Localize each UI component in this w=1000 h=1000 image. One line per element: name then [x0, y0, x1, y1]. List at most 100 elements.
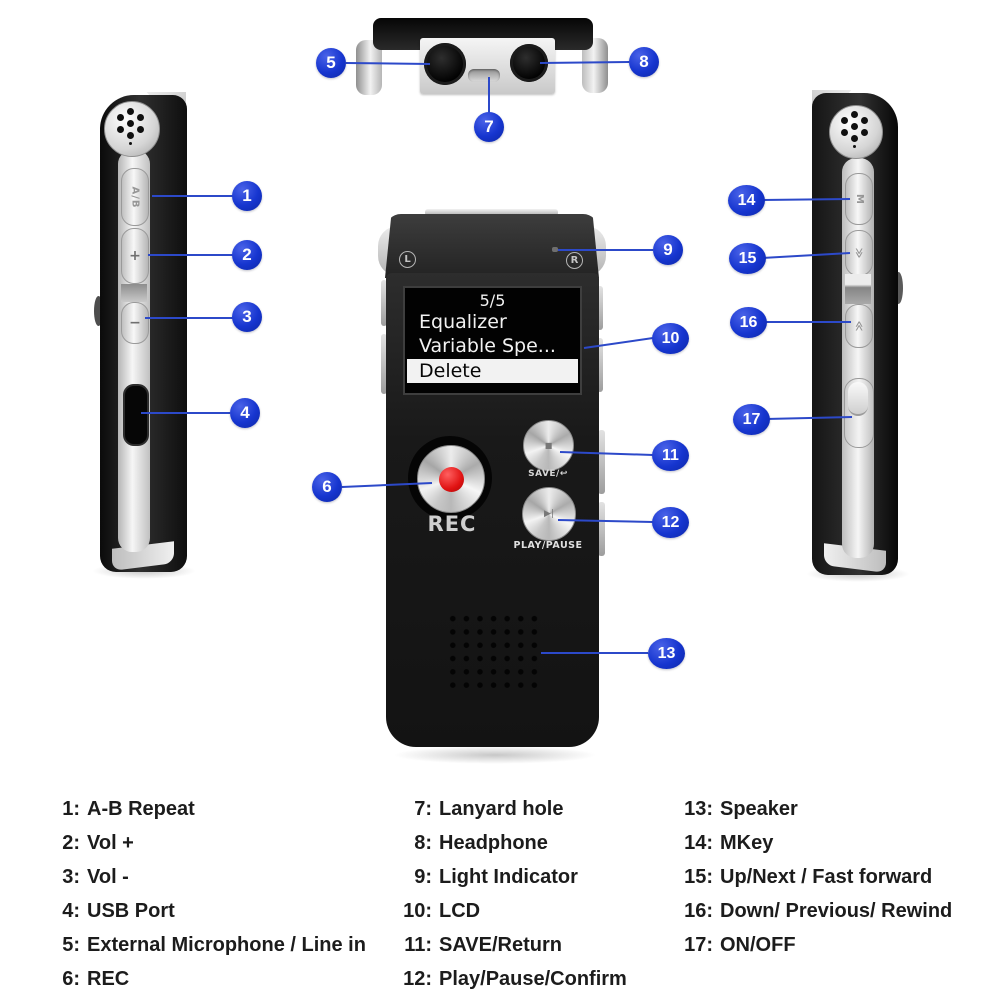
built-in-microphone-right — [829, 105, 883, 159]
next-icon: ≫ — [853, 247, 865, 259]
vol-down-label: − — [129, 315, 141, 331]
legend-item-10: 10:LCD — [403, 899, 481, 922]
screen-menu-item-1: Equalizer — [419, 311, 507, 333]
right-edge-button-sliver-1 — [597, 286, 603, 330]
headphone-jack — [510, 44, 548, 82]
legend-item-8: 8:Headphone — [414, 831, 548, 854]
legend-item-12: 12:Play/Pause/Confirm — [403, 967, 627, 990]
l-mark-icon: L — [399, 251, 416, 268]
legend-item-14: 14:MKey — [684, 831, 774, 854]
legend-item-5: 5:External Microphone / Line in — [62, 933, 366, 956]
legend-label: A-B Repeat — [87, 797, 195, 820]
legend-item-16: 16:Down/ Previous/ Rewind — [684, 899, 953, 922]
right-edge-button-sliver-2 — [597, 338, 603, 392]
left-side-bump — [94, 296, 103, 326]
ab-repeat-button: A/B — [121, 168, 149, 226]
front-device-shadow — [393, 746, 597, 764]
legend-label: Vol - — [87, 865, 129, 888]
legend-item-17: 17:ON/OFF — [684, 933, 796, 956]
on-off-switch-knob — [848, 382, 868, 416]
callout-10-lcd: 10 — [652, 323, 689, 354]
speaker-grille — [444, 610, 539, 690]
lanyard-hole — [468, 69, 500, 82]
vol-up-button: + — [121, 228, 149, 284]
legend-label: LCD — [439, 899, 481, 922]
save-face-icon: ■ — [544, 441, 553, 450]
screen-menu-item-selected: Delete — [407, 359, 578, 383]
callout-14-mkey: 14 — [728, 185, 765, 216]
legend-label: REC — [87, 967, 130, 990]
lanyard-bar — [425, 209, 558, 216]
rec-label: REC — [427, 512, 477, 536]
callout-16-prev: 16 — [730, 307, 767, 338]
rec-button — [417, 445, 485, 513]
save-label: SAVE/↩ — [528, 469, 568, 479]
callout-9-light: 9 — [653, 235, 683, 265]
legend-item-3: 3:Vol - — [62, 865, 129, 888]
ab-repeat-label: A/B — [129, 185, 141, 209]
left-edge-button-sliver-1 — [381, 280, 387, 326]
callout-17-onoff: 17 — [733, 404, 770, 435]
m-key-button: M — [845, 173, 873, 225]
legend-label: Down/ Previous/ Rewind — [720, 899, 953, 922]
front-device-head — [385, 214, 599, 278]
right-edge-button-sliver-3 — [598, 430, 605, 494]
left-edge-button-sliver-2 — [381, 334, 387, 394]
legend-label: Play/Pause/Confirm — [439, 967, 627, 990]
legend-label: Lanyard hole — [439, 797, 564, 820]
legend-label: Vol + — [87, 831, 134, 854]
callout-15-next: 15 — [729, 243, 766, 274]
legend-label: ON/OFF — [720, 933, 796, 956]
callout-11-save: 11 — [652, 440, 689, 471]
prev-rewind-button: ≪ — [845, 304, 873, 348]
legend-item-4: 4:USB Port — [62, 899, 175, 922]
legend-label: USB Port — [87, 899, 175, 922]
left-channel-mark: L — [399, 249, 416, 268]
legend-item-1: 1:A-B Repeat — [62, 797, 195, 820]
callout-6-rec: 6 — [312, 472, 342, 502]
callout-3-vol-down: 3 — [232, 302, 262, 332]
callout-12-play: 12 — [652, 507, 689, 538]
left-slider-notch — [121, 284, 147, 302]
mic-holes-left-icon — [127, 120, 134, 127]
legend-item-7: 7:Lanyard hole — [414, 797, 564, 820]
right-edge-button-sliver-4 — [598, 502, 605, 556]
prev-icon: ≪ — [853, 320, 865, 332]
screen-counter: 5/5 — [479, 291, 506, 310]
legend-label: Light Indicator — [439, 865, 578, 888]
legend-item-6: 6:REC — [62, 967, 130, 990]
vol-up-label: + — [129, 248, 141, 264]
legend-item-9: 9:Light Indicator — [414, 865, 578, 888]
mic-holes-right-icon — [851, 123, 858, 130]
play-pause-button: ▶| — [522, 487, 576, 541]
external-mic-jack — [424, 43, 466, 85]
lcd-screen: 5/5 Equalizer Variable Spe... Delete — [403, 286, 582, 395]
legend-label: SAVE/Return — [439, 933, 562, 956]
callout-5-ext-mic: 5 — [316, 48, 346, 78]
legend-label: External Microphone / Line in — [87, 933, 366, 956]
legend-item-11: 11:SAVE/Return — [404, 933, 562, 956]
callout-13-speaker: 13 — [648, 638, 685, 669]
built-in-microphone-left — [104, 101, 160, 157]
vol-down-button: − — [121, 302, 149, 344]
right-slider-notch — [845, 274, 871, 304]
save-return-button: ■ — [523, 420, 574, 471]
m-key-label: M — [853, 193, 865, 205]
legend-item-13: 13:Speaker — [684, 797, 798, 820]
usb-port — [123, 384, 149, 446]
callout-7-lanyard: 7 — [474, 112, 504, 142]
right-side-bump — [894, 272, 903, 304]
legend-label: MKey — [720, 831, 774, 854]
legend-label: Up/Next / Fast forward — [720, 865, 933, 888]
legend-item-2: 2:Vol + — [62, 831, 134, 854]
r-mark-icon: R — [566, 252, 583, 269]
right-channel-mark: R — [566, 250, 583, 269]
rec-red-dot — [438, 466, 464, 492]
legend-label: Speaker — [720, 797, 798, 820]
callout-2-vol-up: 2 — [232, 240, 262, 270]
light-indicator — [552, 247, 558, 252]
screen-menu-item-2: Variable Spe... — [419, 335, 556, 357]
legend-item-15: 15:Up/Next / Fast forward — [684, 865, 933, 888]
next-fastforward-button: ≫ — [845, 230, 873, 276]
